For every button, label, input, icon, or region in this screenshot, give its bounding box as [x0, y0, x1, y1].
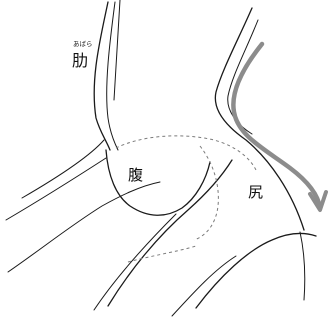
abdomen-label: 腹: [128, 166, 143, 184]
torso-outline: [94, 0, 304, 230]
abdomen-outline: [6, 140, 210, 272]
rib-reading-label: あばら: [73, 39, 93, 48]
hidden-contour-guides: [116, 136, 256, 262]
rib-label: 肋: [72, 51, 88, 70]
buttocks-label: 尻: [248, 183, 263, 201]
